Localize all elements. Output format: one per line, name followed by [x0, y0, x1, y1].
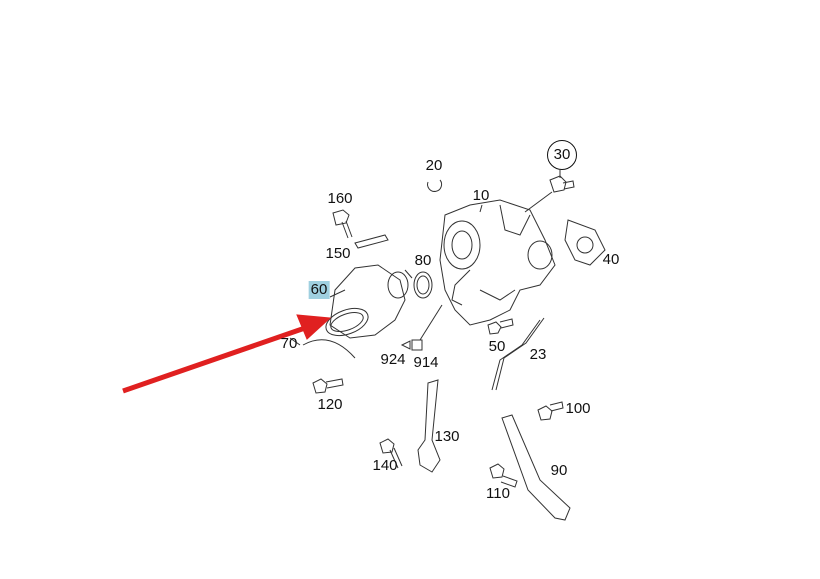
- part-label-60-highlighted: 60: [308, 281, 330, 299]
- gasket-150-part: [354, 234, 389, 249]
- fitting-914-part: [400, 339, 423, 351]
- part-label-924: 924: [380, 351, 406, 368]
- bolt-110-part: [489, 463, 518, 488]
- part-label-140: 140: [372, 457, 398, 474]
- part-label-120: 120: [317, 396, 343, 413]
- bolt-140-part: [379, 438, 403, 469]
- bolt-30-part: [524, 170, 575, 213]
- seal-80-part: [413, 271, 433, 299]
- part-label-80: 80: [414, 252, 432, 269]
- clamp-70-part: [302, 339, 356, 359]
- part-label-100: 100: [565, 400, 591, 417]
- turbocharger-part: [439, 199, 556, 326]
- part-label-914: 914: [413, 354, 439, 371]
- part-label-50: 50: [488, 338, 506, 355]
- part-label-150: 150: [325, 245, 351, 262]
- oil-pipe-23-part: [491, 319, 541, 391]
- bolt-100-part: [537, 401, 564, 421]
- part-label-10: 10: [472, 187, 490, 204]
- pointer-arrow: [122, 314, 332, 394]
- bolt-120-part: [312, 378, 344, 394]
- part-label-130: 130: [434, 428, 460, 445]
- bracket-90-part: [501, 414, 571, 521]
- part-label-90: 90: [550, 462, 568, 479]
- part-label-23: 23: [529, 346, 547, 363]
- bolt-160-part: [332, 209, 353, 239]
- bracket-130-part: [417, 379, 441, 473]
- gasket-40-part: [564, 219, 606, 266]
- bolt-50-part: [487, 318, 514, 335]
- part-label-110: 110: [486, 485, 510, 502]
- part-label-70: 70: [280, 335, 298, 352]
- intake-pipe-60-part: [325, 264, 413, 339]
- clip-20-part: [427, 179, 443, 192]
- part-label-160: 160: [327, 190, 353, 207]
- part-label-20: 20: [425, 157, 443, 174]
- part-label-40: 40: [602, 251, 620, 268]
- part-label-30: 30: [547, 140, 577, 170]
